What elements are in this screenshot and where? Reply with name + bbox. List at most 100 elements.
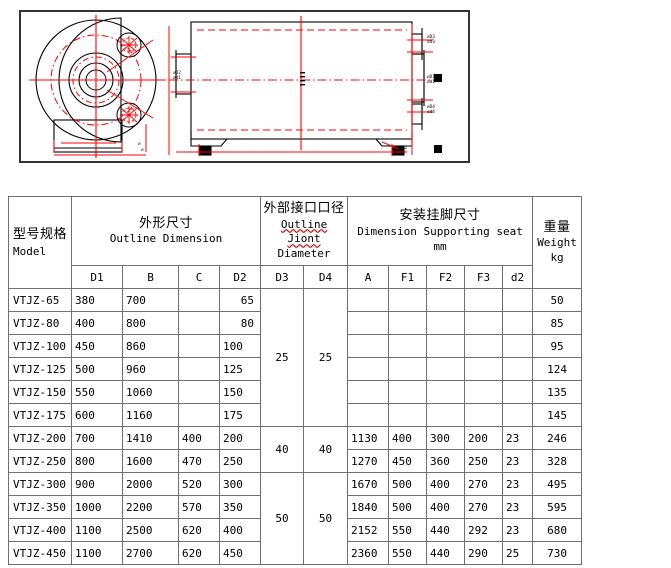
cell-b: 1060 [122,380,179,405]
cell-d3: 40 [260,426,305,474]
cell-d2-hole: 23 [502,426,534,451]
cell-d2: 100 [218,334,262,359]
header-supporting-seat: 安装挂脚尺寸 Dimension Supporting seat mm [347,195,534,267]
header-weight-en2: kg [550,251,564,265]
subheader-c: C [178,265,220,290]
cell-c [178,357,220,382]
header-model: 型号规格 Model [8,195,72,290]
cell-weight: 595 [532,495,583,520]
header-supporting-seat-cn: 安装挂脚尺寸 [399,208,481,224]
cell-d2: 300 [218,472,262,497]
cell-d1: 380 [71,288,123,313]
side-view-dimension-lines [168,24,413,156]
subheader-d2: D2 [218,265,262,290]
cell-a: 1840 [347,495,390,520]
cell-model: VTJZ-250 [8,449,72,474]
cell-f3: 250 [464,449,504,474]
cell-c: 570 [178,495,220,520]
cell-a [347,403,390,428]
cell-d4: 25 [303,288,349,428]
subheader-d2: d2 [502,265,534,290]
header-joint-diameter-en: Outline Jiont [280,217,328,246]
cell-model: VTJZ-100 [8,334,72,359]
callout-seat-hole: d2 [402,145,408,151]
cell-d2: 125 [218,357,262,382]
drawing-callout-labels: ⌀ ⌀ ⌀D2 ⌀d1 ⌀D3 ⌀d3 ⌀D1 ⌀d1 ⌀D4 ⌀d4 d2 [138,34,435,153]
cell-model: VTJZ-350 [8,495,72,520]
cell-c [178,380,220,405]
cell-b: 2000 [122,472,179,497]
cell-c: 620 [178,541,220,566]
cell-b: 700 [122,288,179,313]
vtjz-specification-table: 型号规格 Model 外形尺寸 Outline Dimension 外部接口口径… [8,195,583,566]
callout-front-base-2: ⌀ [141,148,144,153]
cell-c: 520 [178,472,220,497]
cell-a [347,380,390,405]
cell-weight: 50 [532,288,583,313]
cell-d2-hole: 23 [502,472,534,497]
cell-a: 1270 [347,449,390,474]
cell-f1 [388,403,428,428]
cell-weight: 495 [532,472,583,497]
front-view-centerlines [29,15,166,158]
subheader-a: A [347,265,390,290]
header-model-en: Model [13,245,47,259]
cell-f3 [464,380,504,405]
cell-model: VTJZ-450 [8,541,72,566]
cell-d1: 400 [71,311,123,336]
callout-left-nozzle-2: ⌀d1 [173,75,181,81]
cell-d2: 400 [218,518,262,543]
header-joint-diameter: 外部接口口径 Outline Jiont Diameter [260,195,349,267]
cell-a [347,311,390,336]
callout-bot-nozzle-2: ⌀d4 [427,109,435,115]
cell-f2 [426,334,466,359]
cell-f1: 550 [388,518,428,543]
cell-a: 2360 [347,541,390,566]
cell-d2-hole [502,403,534,428]
cell-f1: 500 [388,472,428,497]
cell-f1 [388,357,428,382]
cell-d1: 500 [71,357,123,382]
cell-model: VTJZ-150 [8,380,72,405]
cell-f3: 200 [464,426,504,451]
cell-a [347,357,390,382]
cell-model: VTJZ-175 [8,403,72,428]
cell-c [178,288,220,313]
header-joint-diameter-en2: Diameter [277,247,331,261]
cell-weight: 85 [532,311,583,336]
cell-f2 [426,357,466,382]
callout-mid-nozzle-2: ⌀d1 [427,79,435,85]
cell-f2: 440 [426,518,466,543]
cell-weight: 124 [532,357,583,382]
header-weight-cn: 重量 [543,219,571,235]
cell-f1 [388,334,428,359]
side-view-annotation-marks [300,72,305,86]
cell-f1: 400 [388,426,428,451]
cell-d3: 50 [260,472,305,566]
cell-d4: 50 [303,472,349,566]
header-outline-dimension: 外形尺寸 Outline Dimension [70,195,262,267]
subheader-f1: F1 [388,265,428,290]
subheader-d4: D4 [303,265,349,290]
cell-f3: 290 [464,541,504,566]
cell-b: 800 [122,311,179,336]
cell-d2: 250 [218,449,262,474]
cell-b: 1410 [122,426,179,451]
cell-weight: 95 [532,334,583,359]
cell-model: VTJZ-125 [8,357,72,382]
cell-d3: 25 [260,288,305,428]
callout-top-nozzle: ⌀D3 [427,34,435,40]
side-elevation-view [175,21,425,156]
header-model-cn: 型号规格 [13,226,68,242]
subheader-b: B [122,265,179,290]
callout-mid-nozzle: ⌀D1 [427,74,435,80]
callout-bot-nozzle: ⌀D4 [427,104,435,110]
